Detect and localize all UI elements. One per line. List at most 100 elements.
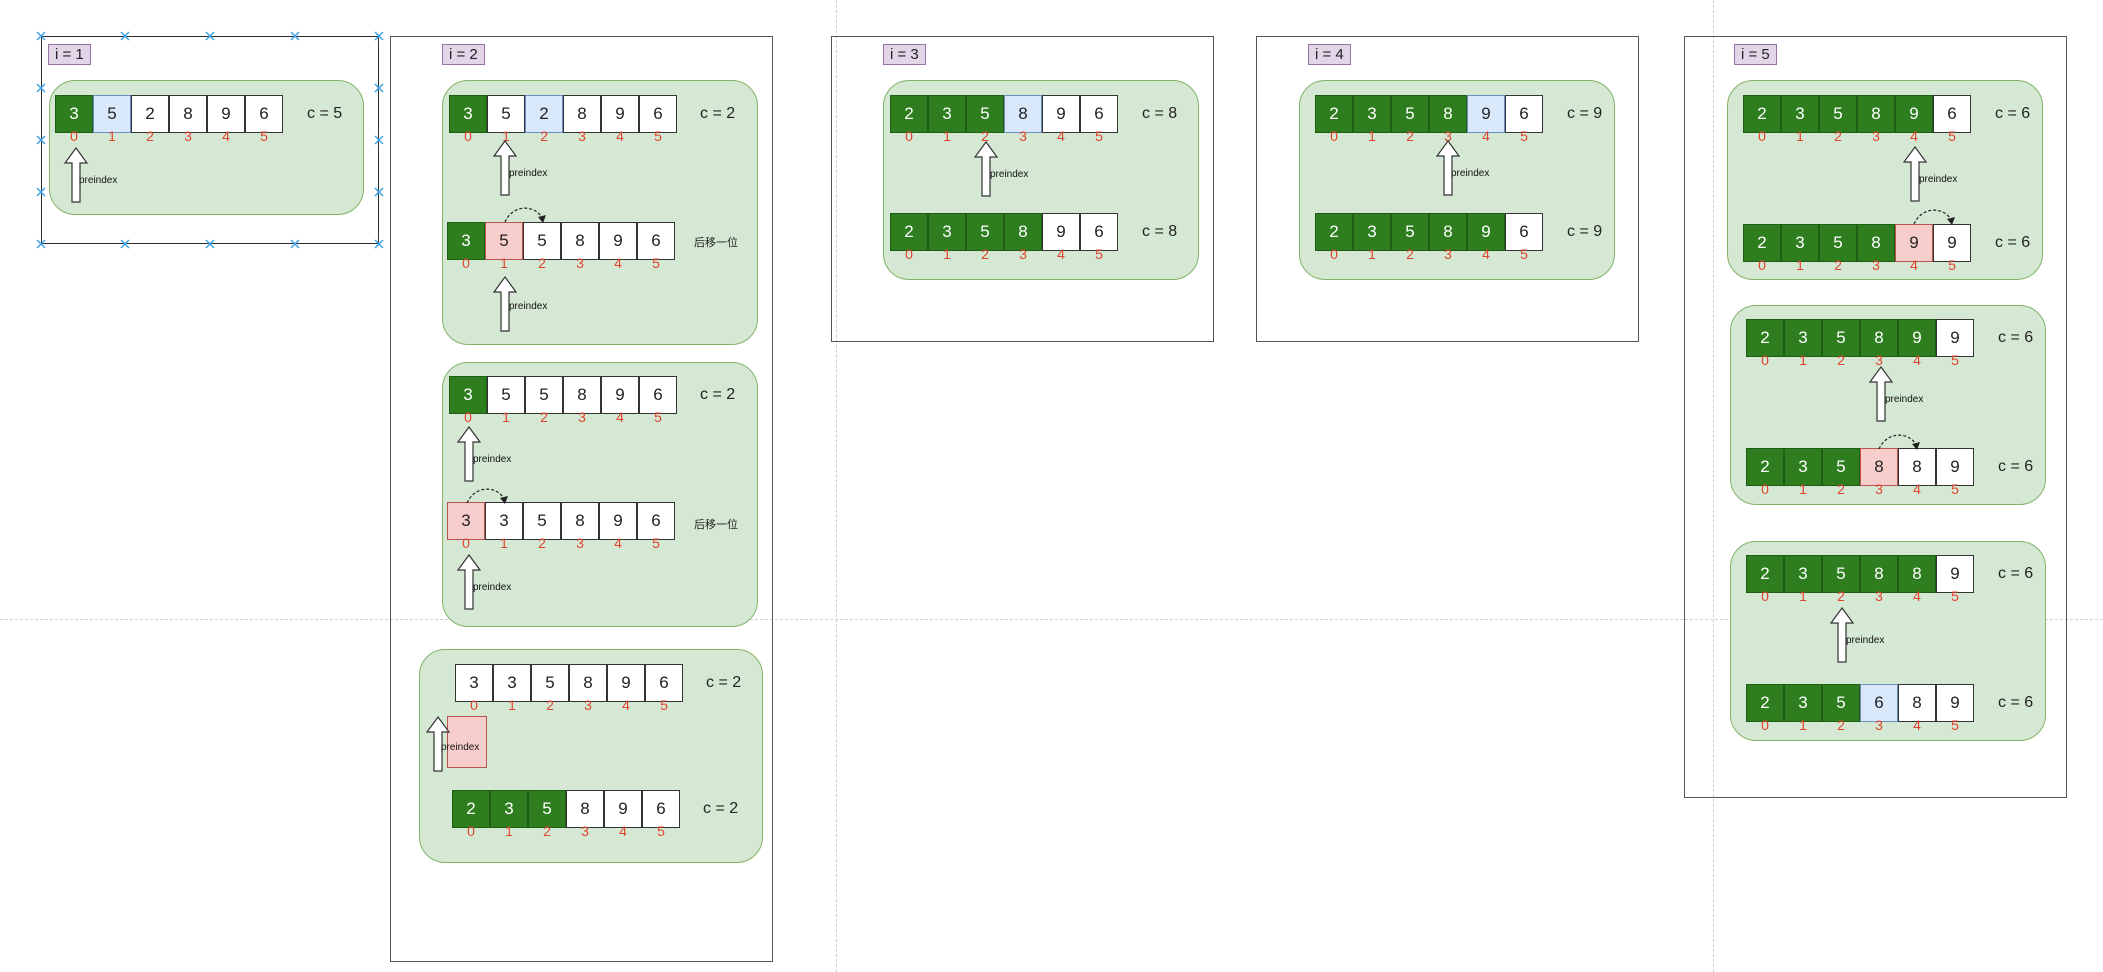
selection-handle-icon[interactable] bbox=[374, 135, 384, 145]
array-cell[interactable]: 3 bbox=[455, 664, 493, 702]
array-cell[interactable]: 5 bbox=[525, 376, 563, 414]
selection-handle-icon[interactable] bbox=[36, 239, 46, 249]
selection-handle-icon[interactable] bbox=[205, 31, 215, 41]
array-cell[interactable]: 2 bbox=[1746, 448, 1784, 486]
array-cell[interactable]: 5 bbox=[523, 222, 561, 260]
array-cell[interactable]: 2 bbox=[1743, 95, 1781, 133]
up-arrow-icon[interactable] bbox=[1829, 606, 1855, 663]
array-cell[interactable]: 8 bbox=[1857, 224, 1895, 262]
selection-handle-icon[interactable] bbox=[36, 135, 46, 145]
array-cell[interactable]: 8 bbox=[566, 790, 604, 828]
array-cell[interactable]: 6 bbox=[1933, 95, 1971, 133]
array-cell[interactable]: 2 bbox=[1746, 684, 1784, 722]
array-cell[interactable]: 9 bbox=[1895, 224, 1933, 262]
array-cell[interactable]: 9 bbox=[604, 790, 642, 828]
array-cell[interactable]: 5 bbox=[523, 502, 561, 540]
array-cell[interactable]: 9 bbox=[1936, 555, 1974, 593]
array-cell[interactable]: 2 bbox=[131, 95, 169, 133]
array-cell[interactable]: 9 bbox=[1042, 213, 1080, 251]
array-cell[interactable]: 9 bbox=[1042, 95, 1080, 133]
array-cell[interactable]: 8 bbox=[1898, 684, 1936, 722]
array-cell[interactable]: 8 bbox=[1004, 213, 1042, 251]
array-cell[interactable]: 6 bbox=[1080, 95, 1118, 133]
array-cell[interactable]: 6 bbox=[1080, 213, 1118, 251]
array-cell[interactable]: 3 bbox=[1784, 684, 1822, 722]
array-cell[interactable]: 6 bbox=[1505, 95, 1543, 133]
array-cell[interactable]: 5 bbox=[485, 222, 523, 260]
array-cell[interactable]: 9 bbox=[207, 95, 245, 133]
array-cell[interactable]: 5 bbox=[1391, 95, 1429, 133]
array-cell[interactable]: 3 bbox=[928, 213, 966, 251]
array-cell[interactable]: 2 bbox=[890, 213, 928, 251]
selection-handle-icon[interactable] bbox=[36, 83, 46, 93]
array-cell[interactable]: 3 bbox=[490, 790, 528, 828]
array-cell[interactable]: 8 bbox=[1860, 448, 1898, 486]
array-cell[interactable]: 6 bbox=[637, 222, 675, 260]
array-cell[interactable]: 5 bbox=[1391, 213, 1429, 251]
array-cell[interactable]: 3 bbox=[1781, 95, 1819, 133]
array-cell[interactable]: 5 bbox=[1822, 684, 1860, 722]
array-cell[interactable]: 3 bbox=[493, 664, 531, 702]
array-cell[interactable]: 8 bbox=[569, 664, 607, 702]
array-cell[interactable]: 3 bbox=[449, 95, 487, 133]
array-cell[interactable]: 2 bbox=[1743, 224, 1781, 262]
array-cell[interactable]: 9 bbox=[1936, 684, 1974, 722]
up-arrow-icon[interactable] bbox=[492, 139, 518, 196]
array-cell[interactable]: 3 bbox=[447, 222, 485, 260]
array-cell[interactable]: 3 bbox=[1353, 213, 1391, 251]
selection-handle-icon[interactable] bbox=[36, 187, 46, 197]
selection-handle-icon[interactable] bbox=[374, 31, 384, 41]
array-cell[interactable]: 3 bbox=[928, 95, 966, 133]
up-arrow-icon[interactable] bbox=[1435, 139, 1461, 196]
selection-handle-icon[interactable] bbox=[374, 187, 384, 197]
selection-handle-icon[interactable] bbox=[36, 31, 46, 41]
array-cell[interactable]: 6 bbox=[639, 95, 677, 133]
array-cell[interactable]: 5 bbox=[1822, 448, 1860, 486]
panel-i3[interactable] bbox=[831, 36, 1214, 342]
array-cell[interactable]: 5 bbox=[93, 95, 131, 133]
array-cell[interactable]: 9 bbox=[1933, 224, 1971, 262]
array-cell[interactable]: 5 bbox=[1822, 319, 1860, 357]
array-cell[interactable]: 8 bbox=[563, 376, 601, 414]
array-cell[interactable]: 8 bbox=[561, 502, 599, 540]
array-cell[interactable]: 8 bbox=[1429, 95, 1467, 133]
array-cell[interactable]: 8 bbox=[1860, 319, 1898, 357]
array-cell[interactable]: 8 bbox=[1857, 95, 1895, 133]
array-cell[interactable]: 5 bbox=[487, 376, 525, 414]
up-arrow-icon[interactable] bbox=[63, 146, 89, 203]
selection-handle-icon[interactable] bbox=[374, 83, 384, 93]
array-cell[interactable]: 6 bbox=[1860, 684, 1898, 722]
array-cell[interactable]: 2 bbox=[525, 95, 563, 133]
panel-i5[interactable] bbox=[1684, 36, 2067, 798]
array-cell[interactable]: 6 bbox=[245, 95, 283, 133]
selection-handle-icon[interactable] bbox=[374, 239, 384, 249]
array-cell[interactable]: 2 bbox=[452, 790, 490, 828]
selection-handle-icon[interactable] bbox=[290, 239, 300, 249]
array-cell[interactable]: 8 bbox=[169, 95, 207, 133]
array-cell[interactable]: 9 bbox=[1467, 213, 1505, 251]
array-cell[interactable]: 5 bbox=[1819, 224, 1857, 262]
array-cell[interactable]: 3 bbox=[1784, 555, 1822, 593]
array-cell[interactable]: 9 bbox=[607, 664, 645, 702]
array-cell[interactable]: 6 bbox=[645, 664, 683, 702]
array-cell[interactable]: 5 bbox=[528, 790, 566, 828]
selection-handle-icon[interactable] bbox=[120, 239, 130, 249]
up-arrow-icon[interactable] bbox=[425, 715, 451, 772]
array-cell[interactable]: 8 bbox=[1429, 213, 1467, 251]
array-cell[interactable]: 8 bbox=[1898, 448, 1936, 486]
array-cell[interactable]: 8 bbox=[1004, 95, 1042, 133]
selection-handle-icon[interactable] bbox=[290, 31, 300, 41]
array-cell[interactable]: 9 bbox=[1467, 95, 1505, 133]
array-cell[interactable]: 6 bbox=[1505, 213, 1543, 251]
array-cell[interactable]: 6 bbox=[637, 502, 675, 540]
array-cell[interactable]: 8 bbox=[561, 222, 599, 260]
array-cell[interactable]: 3 bbox=[1353, 95, 1391, 133]
array-cell[interactable]: 8 bbox=[1860, 555, 1898, 593]
array-cell[interactable]: 3 bbox=[449, 376, 487, 414]
up-arrow-icon[interactable] bbox=[1902, 145, 1928, 202]
array-cell[interactable]: 3 bbox=[447, 502, 485, 540]
array-cell[interactable]: 5 bbox=[487, 95, 525, 133]
up-arrow-icon[interactable] bbox=[973, 140, 999, 197]
array-cell[interactable]: 2 bbox=[890, 95, 928, 133]
panel-i2[interactable] bbox=[390, 36, 773, 962]
